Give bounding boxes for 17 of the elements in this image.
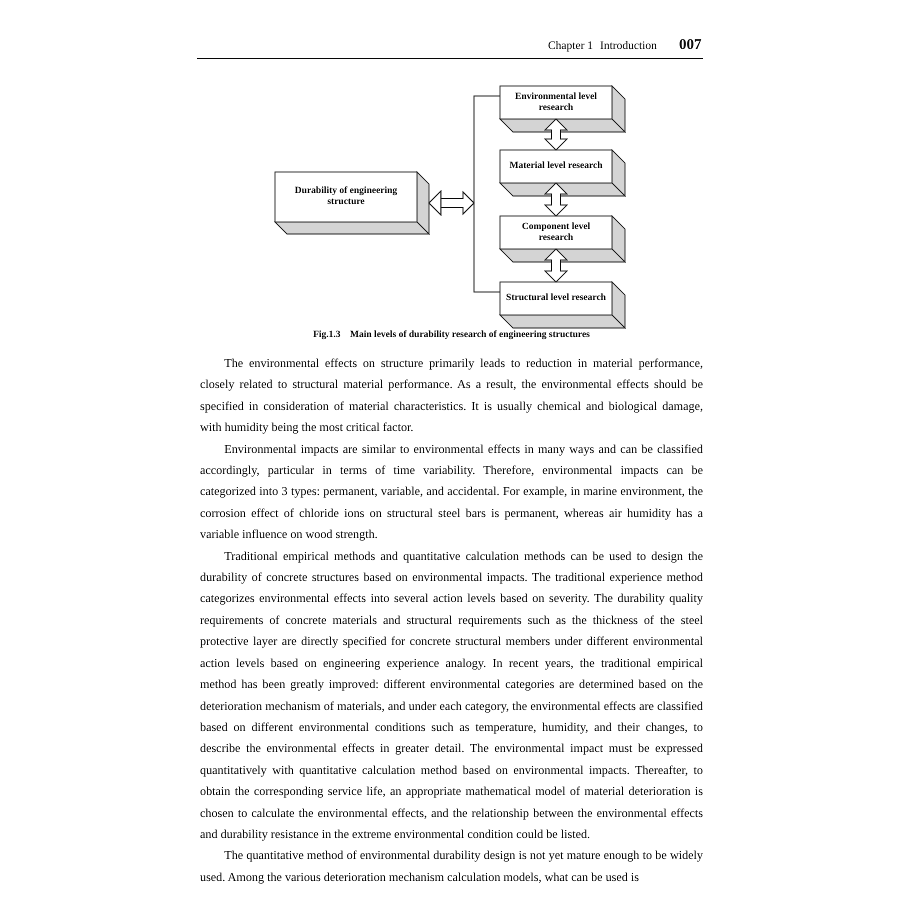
double-arrow <box>544 182 568 217</box>
box-label: Material level research <box>509 161 603 172</box>
box-label: Environmental level research <box>514 92 598 114</box>
body-paragraph: The environmental effects on structure primarily leads to reduction in material performance, closely related to structural material performance. As a result, the environmental effects should be specified in consideration of material characteristics. It is usually chemical and biological damage, with humidity being the most critical factor. <box>200 355 703 436</box>
box-label: Component level research <box>520 222 592 244</box>
body-paragraph: Traditional empirical methods and quantitative calculation methods can be used to design the durability of concrete structures based on environmental impacts. The traditional experience method categorizes environmental effects into several action levels based on severity. The durability quality requirements of concrete materials and structural requirements such as the thickness of the steel protective layer are directly specified for concrete structural members under different environmental action levels based on engineering experience analogy. In recent years, the traditional empirical method has been greatly improved: different environmental categories are determined based on the deterioration mechanism of materials, and under each category, the environmental effects are classified based on different environmental conditions such as temperature, humidity, and their changes, to describe the environmental effects in greater detail. The environmental impact must be expressed quantitatively with quantitative calculation method based on environmental impacts. Thereafter, to obtain the corresponding service life, an appropriate mathematical model of material deterioration is chosen to calculate the environmental effects, and the relationship between the environmental effects and durability resistance in the extreme environmental condition could be listed. <box>200 548 703 843</box>
running-header: Chapter 1 <box>548 40 594 52</box>
bracket-arrow <box>428 190 500 292</box>
figure-caption: Fig.1.3 Main levels of durability research of engineering structures <box>312 330 591 340</box>
running-header: Introduction <box>600 40 657 52</box>
double-arrow <box>544 248 568 283</box>
body-paragraph: Environmental impacts are similar to environmental effects in many ways and can be classified accordingly, particular in terms of time variability. Therefore, environmental impacts can be categorized into 3 types: permanent, variable, and accidental. For example, in marine environment, the corrosion effect of chloride ions on structural steel bars is permanent, whereas air humidity has a variable influence on wood strength. <box>200 440 703 544</box>
double-arrow <box>544 118 568 151</box>
box-label: Structural level research <box>506 293 606 304</box>
box-label: Durability of engineering structure <box>294 186 398 208</box>
body-paragraph: The quantitative method of environmental durability design is not yet mature enough to be widely used. Among the various deterioration mechanism calculation models, what can be used is <box>200 847 703 886</box>
page-number: 007 <box>679 37 702 54</box>
